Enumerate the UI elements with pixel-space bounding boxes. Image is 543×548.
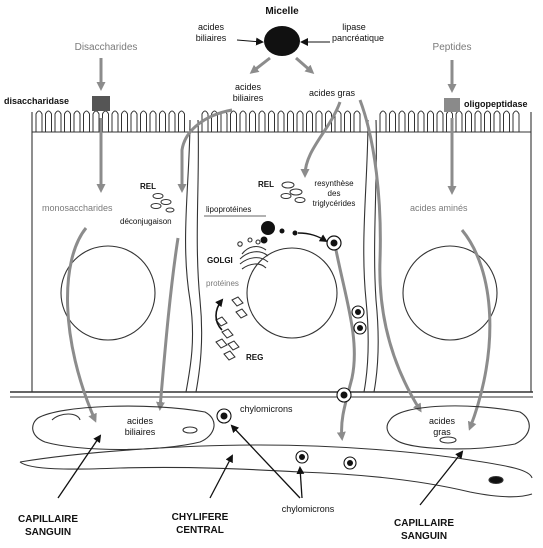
label-acides-gras-mid: acides gras: [309, 88, 356, 98]
label-acides-gras-bottom-1: acides: [429, 416, 456, 426]
label-capillaire-left-2: SANGUIN: [25, 527, 71, 538]
label-resynthese-1: resynthèse: [314, 179, 354, 188]
label-chylomicrons-top: chylomicrons: [240, 404, 293, 414]
label-micelle: Micelle: [265, 6, 299, 17]
micelle-icon: [264, 26, 300, 56]
nucleus-left: [61, 246, 155, 340]
pointer-arrows: [58, 426, 462, 505]
label-acides-gras-bottom-2: gras: [433, 427, 451, 437]
lipoprotein-particles: [261, 221, 342, 250]
label-disaccharidase: disaccharidase: [4, 96, 69, 106]
label-acides-biliaires-top-1: acides: [198, 22, 225, 32]
disaccharidase-icon: [92, 96, 110, 111]
label-reg: REG: [246, 353, 263, 362]
oligopeptidase-icon: [444, 98, 460, 112]
label-resynthese-3: triglycérides: [313, 199, 356, 208]
label-golgi: GOLGI: [207, 256, 233, 265]
capillary-left: [33, 406, 214, 449]
label-rel-center: REL: [258, 180, 274, 189]
label-disaccharides: Disaccharides: [75, 42, 138, 53]
label-acides-biliaires-mid-1: acides: [235, 82, 262, 92]
nucleus-center: [247, 248, 337, 338]
label-lipase-2: pancréatique: [332, 33, 384, 43]
label-deconjugaison: déconjugaison: [120, 217, 172, 226]
lacteal: [20, 445, 532, 497]
label-acides-biliaires-top-2: biliaires: [196, 33, 227, 43]
brush-border: [36, 111, 519, 132]
label-chylifere-1: CHYLIFERE: [172, 512, 229, 523]
label-chylomicrons-bottom: chylomicrons: [282, 504, 335, 514]
label-monosaccharides: monosaccharides: [42, 203, 113, 213]
nucleus-right: [403, 246, 497, 340]
capillary-right: [387, 406, 529, 449]
enterocyte-outlines: [10, 112, 533, 397]
label-rel-left: REL: [140, 182, 156, 191]
label-resynthese-2: des: [328, 189, 341, 198]
label-capillaire-left-1: CAPILLAIRE: [18, 514, 78, 525]
rel-left: [151, 194, 174, 213]
label-acides-biliaires-bottom-2: biliaires: [125, 427, 156, 437]
label-lipase-1: lipase: [342, 22, 366, 32]
label-oligopeptidase: oligopeptidase: [464, 99, 528, 109]
nuclei: [61, 246, 497, 340]
label-peptides: Peptides: [433, 42, 472, 53]
label-proteines: protéines: [206, 279, 239, 288]
label-capillaire-right-1: CAPILLAIRE: [394, 518, 454, 529]
label-capillaire-right-2: SANGUIN: [401, 531, 447, 542]
lacteal-chylomicrons: [217, 409, 356, 469]
label-acides-biliaires-bottom-1: acides: [127, 416, 154, 426]
rel-center: [281, 182, 305, 203]
label-acides-amines: acides aminés: [410, 203, 468, 213]
label-chylifere-2: CENTRAL: [176, 525, 224, 536]
label-acides-biliaires-mid-2: biliaires: [233, 93, 264, 103]
label-lipoproteines: lipoprotéines: [206, 205, 251, 214]
micelle-group: [237, 26, 330, 56]
